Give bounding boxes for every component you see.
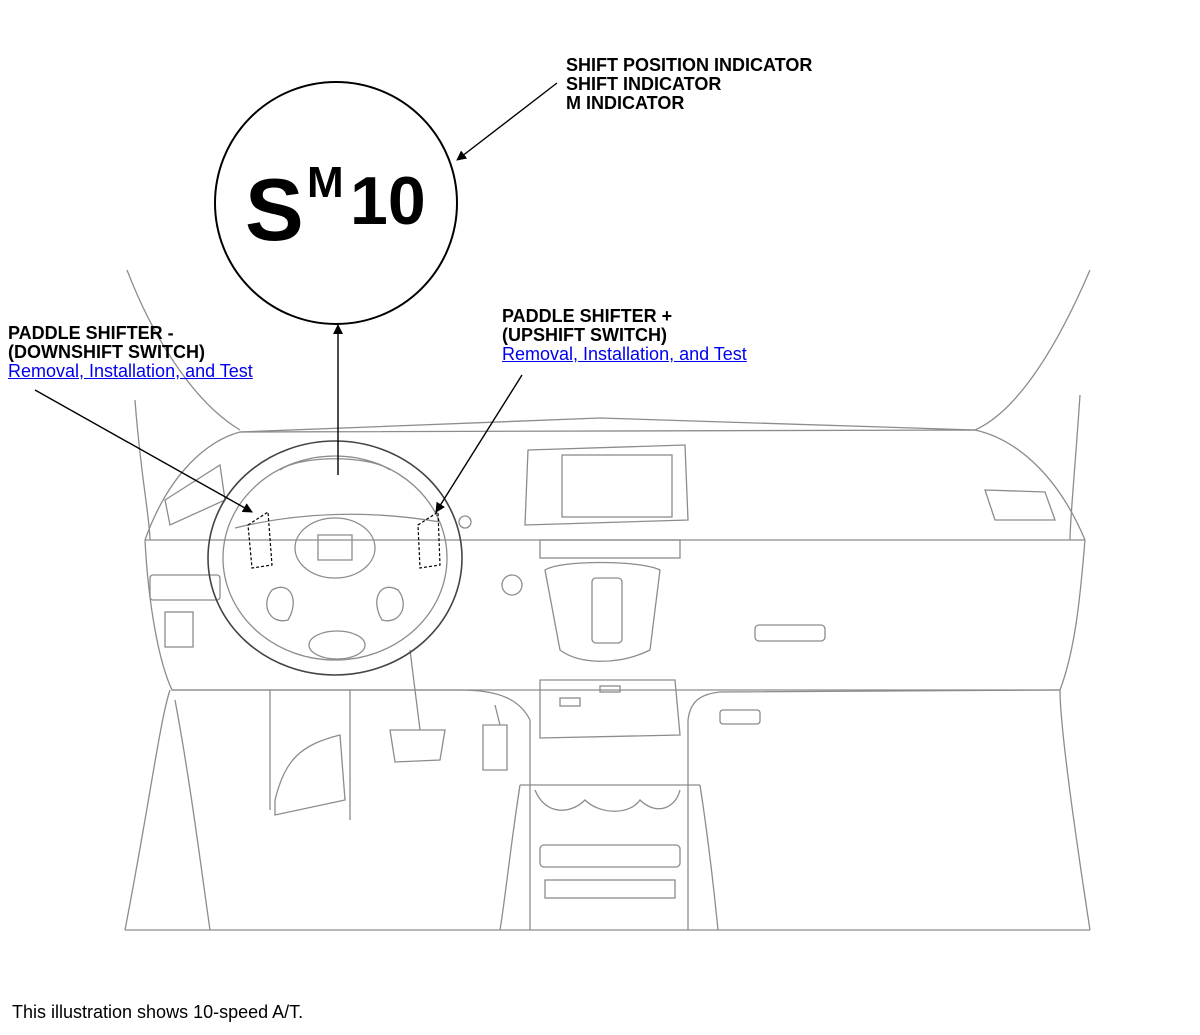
upshift-callout-line-1: PADDLE SHIFTER +: [502, 306, 673, 326]
indicator-callout-leader: [456, 82, 558, 161]
downshift-removal-link[interactable]: Removal, Installation, and Test: [8, 361, 253, 381]
downshift-callout: PADDLE SHIFTER - (DOWNSHIFT SWITCH) Remo…: [8, 324, 253, 381]
steering-wheel: [207, 440, 472, 676]
cabin-outline: [124, 269, 1091, 931]
indicator-callout: SHIFT POSITION INDICATOR SHIFT INDICATOR…: [566, 56, 812, 113]
pedals: [269, 649, 508, 820]
indicator-mode: M: [307, 158, 344, 207]
downshift-leader: [34, 389, 253, 513]
indicator-callout-line-2: SHIFT INDICATOR: [566, 74, 722, 94]
center-stack: [501, 444, 689, 739]
dashboard: [144, 417, 1086, 725]
indicator-gear: 10: [350, 163, 426, 239]
upshift-callout-line-2: (UPSHIFT SWITCH): [502, 325, 667, 345]
downshift-callout-line-1: PADDLE SHIFTER -: [8, 323, 174, 343]
leader-lines: [34, 82, 558, 513]
indicator-callout-line-3: M INDICATOR: [566, 93, 685, 113]
upshift-leader: [435, 374, 523, 513]
center-console: [499, 720, 719, 931]
upshift-removal-link[interactable]: Removal, Installation, and Test: [502, 344, 747, 364]
indicator-callout-line-1: SHIFT POSITION INDICATOR: [566, 55, 813, 75]
illustration-caption: This illustration shows 10-speed A/T.: [12, 1002, 304, 1022]
upshift-callout: PADDLE SHIFTER + (UPSHIFT SWITCH) Remova…: [502, 307, 747, 364]
indicator-position: S: [245, 160, 304, 259]
shift-indicator-badge: S M 10: [214, 81, 458, 325]
downshift-callout-line-2: (DOWNSHIFT SWITCH): [8, 342, 205, 362]
